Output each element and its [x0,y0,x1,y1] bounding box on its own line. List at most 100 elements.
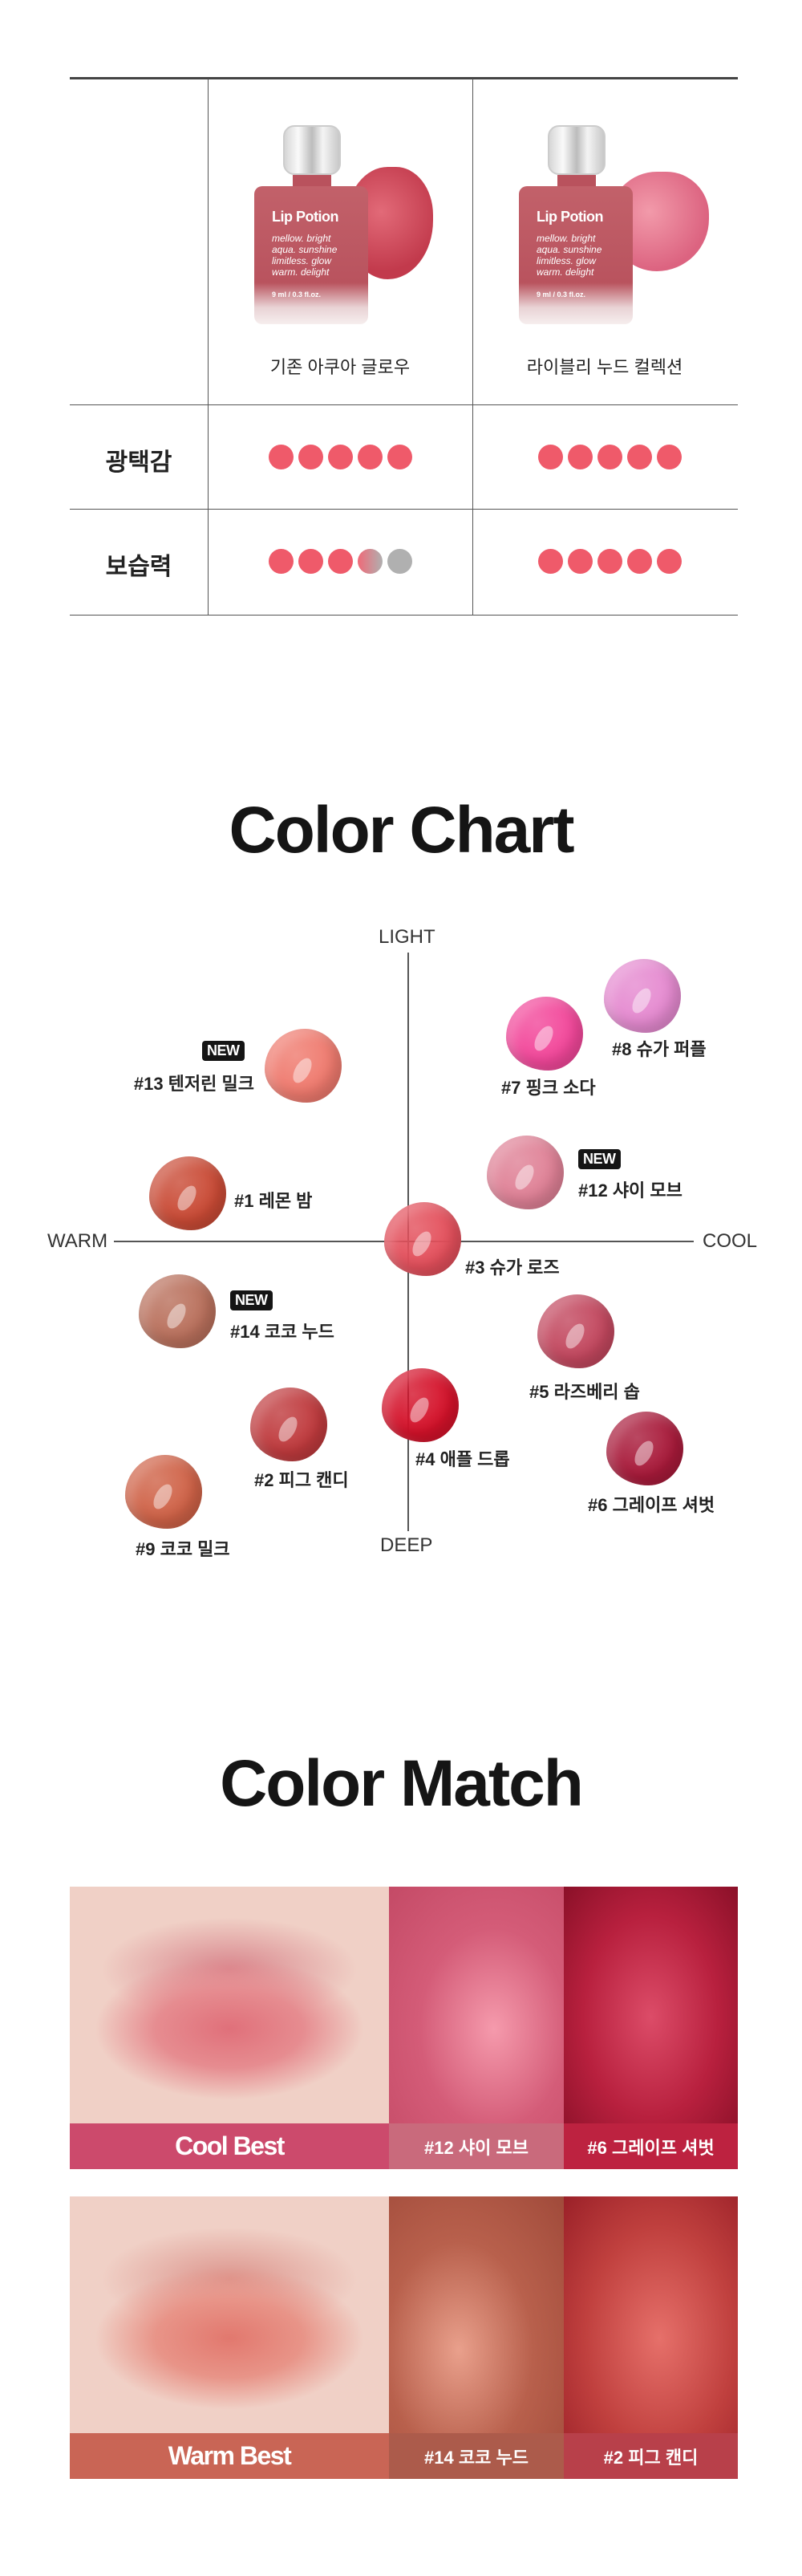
row-label-gloss: 광택감 [105,449,172,476]
rating-dot [269,549,294,574]
new-badge: NEW [230,1290,273,1310]
table-top-border [70,77,738,79]
shade-swatch-photo [389,2196,564,2433]
rating-dot [387,549,412,574]
row-divider [70,509,738,510]
rating-dot [358,445,383,469]
tagline-line: aqua. sunshine [272,244,338,255]
shade-swatch [506,997,583,1071]
tagline-line: limitless. glow [272,255,332,266]
lip-photo [70,1887,389,2123]
shade-swatch-photo [389,1887,564,2123]
row-label-moisture: 보습력 [105,554,172,580]
shade-swatch [149,1156,226,1230]
rating-dots [269,549,412,574]
rating-dots [538,445,682,469]
shade-label: #3 슈가 로즈 [465,1258,560,1278]
rating-dot [298,549,323,574]
shade-swatch [139,1274,216,1348]
column-divider [472,79,473,615]
rating-dot [328,445,353,469]
rating-dot [538,445,563,469]
shade-label: #2 피그 캔디 [564,2433,738,2479]
tagline-line: aqua. sunshine [537,244,602,255]
product-name: 라이블리 누드 컬렉션 [526,357,683,377]
group-label: Cool Best [70,2123,389,2169]
tagline-line: mellow. bright [272,233,331,244]
shade-label: #13 텐저린 밀크 [133,1074,254,1094]
bottle-body: Lip Potion mellow. bright aqua. sunshine… [519,186,633,324]
tagline-line: warm. delight [272,266,330,278]
bottle-cap [283,125,341,175]
shade-label: #8 슈가 퍼플 [612,1039,707,1059]
shade-label: #14 코코 누드 [389,2433,564,2479]
product-bottle-image: Lip Potion mellow. bright aqua. sunshine… [519,125,633,326]
lip-photo [70,2196,389,2433]
bottle-volume: 9 ml / 0.3 fl.oz. [272,291,322,299]
rating-dots [538,549,682,574]
shade-swatch [604,959,681,1033]
product-bottle-image: Lip Potion mellow. bright aqua. sunshine… [254,125,368,326]
match-group-cool: Cool Best #12 샤이 모브 #6 그레이프 셔벗 [70,1887,738,2169]
rating-dot [568,549,593,574]
bottle-neck [557,175,596,188]
axis-label-cool: COOL [703,1230,758,1252]
rating-dot [328,549,353,574]
shade-label: #12 샤이 모브 [578,1180,683,1201]
shade-swatch [125,1455,202,1529]
bottle-neck [293,175,331,188]
color-chart-title: Color Chart [229,794,575,867]
shade-label: #2 피그 캔디 [254,1470,349,1490]
shade-label: #14 코코 누드 [230,1322,334,1342]
rating-dot [657,445,682,469]
match-group-warm: Warm Best #14 코코 누드 #2 피그 캔디 [70,2196,738,2479]
shade-label: #6 그레이프 셔벗 [564,2123,738,2169]
shade-swatch [250,1388,327,1461]
shade-label: #7 핑크 소다 [501,1078,596,1098]
axis-label-light: LIGHT [379,926,435,948]
shade-swatch-photo [564,1887,738,2123]
row-divider [70,404,738,405]
bottle-brand: Lip Potion [272,209,338,225]
rating-dots [269,445,412,469]
bottle-brand: Lip Potion [537,209,603,225]
shade-swatch [606,1412,683,1485]
tagline-line: limitless. glow [537,255,597,266]
new-badge: NEW [202,1041,245,1061]
bottle-cap [548,125,606,175]
shade-swatch [384,1202,461,1276]
axis-label-deep: DEEP [380,1534,433,1556]
shade-label: #4 애플 드롭 [415,1449,510,1469]
axis-label-warm: WARM [47,1230,108,1252]
product-name: 기존 아쿠아 글로우 [269,357,411,377]
shade-label: #6 그레이프 셔벗 [588,1495,715,1515]
shade-label: #9 코코 밀크 [136,1539,230,1559]
shade-swatch [487,1136,564,1209]
rating-dot [627,549,652,574]
shade-swatch [537,1294,614,1368]
rating-dot [657,549,682,574]
rating-dot [269,445,294,469]
rating-dot [298,445,323,469]
new-badge: NEW [578,1149,621,1169]
shade-label: #1 레몬 밤 [234,1191,313,1211]
shade-swatch [382,1368,459,1442]
rating-dot [538,549,563,574]
row-divider [70,615,738,616]
shade-swatch [265,1029,342,1103]
bottle-tagline: mellow. bright aqua. sunshine limitless.… [272,233,337,278]
shade-label: #12 샤이 모브 [389,2123,564,2169]
rating-dot [627,445,652,469]
rating-dot [387,445,412,469]
group-label: Warm Best [70,2433,389,2479]
tagline-line: warm. delight [537,266,594,278]
color-match-title: Color Match [220,1747,584,1820]
bottle-volume: 9 ml / 0.3 fl.oz. [537,291,586,299]
tagline-line: mellow. bright [537,233,596,244]
rating-dot [358,549,383,574]
rating-dot [568,445,593,469]
bottle-body: Lip Potion mellow. bright aqua. sunshine… [254,186,368,324]
shade-swatch-photo [564,2196,738,2433]
bottle-tagline: mellow. bright aqua. sunshine limitless.… [537,233,602,278]
rating-dot [597,445,622,469]
